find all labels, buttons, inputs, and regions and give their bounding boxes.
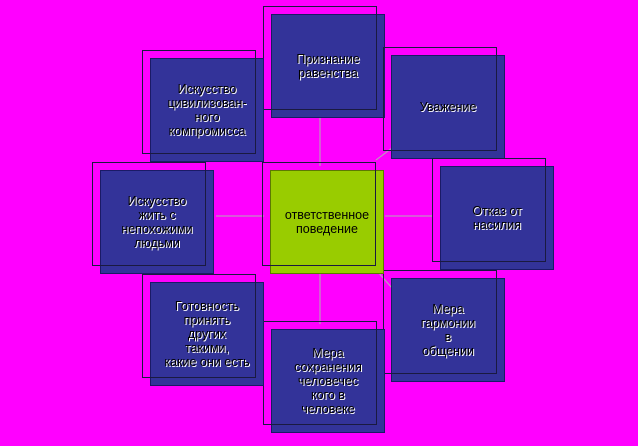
connector-bottom-right xyxy=(377,271,393,289)
node-top-left: Искусство цивилизован- ного компромисса xyxy=(142,50,264,162)
node-outline xyxy=(432,158,546,262)
node-label-preserving-humanity: Мера сохранения человечес кого в человек… xyxy=(294,346,362,416)
node-outline xyxy=(142,274,256,378)
node-label-recognition-of-equality: Признание равенства xyxy=(296,52,360,80)
node-outline xyxy=(383,47,497,151)
node-label-art-of-civilized-compromise: Искусство цивилизован- ного компромисса xyxy=(167,82,247,138)
node-left: Искусство жить с непохожими людьми xyxy=(92,162,214,274)
node-label-measure-of-harmony: Мера гармонии в общении xyxy=(420,302,476,358)
node-fill xyxy=(391,278,505,382)
node-outline xyxy=(383,270,497,374)
node-outline-center xyxy=(262,162,376,266)
node-label-responsible-behavior: ответственное поведение xyxy=(284,208,370,236)
node-fill-center xyxy=(270,170,384,274)
node-bottom-right: Мера гармонии в общении xyxy=(383,270,505,382)
node-fill xyxy=(271,329,385,433)
node-label-respect: Уважение xyxy=(419,100,477,114)
node-fill xyxy=(391,55,505,159)
node-outline xyxy=(142,50,256,154)
node-label-rejection-of-violence: Отказ от насилия xyxy=(472,204,522,232)
node-top: Признание равенства xyxy=(263,6,385,118)
node-label-art-of-living-with-different-people: Искусство жить с непохожими людьми xyxy=(121,194,193,250)
node-bottom-left: Готовность принять других такими, какие … xyxy=(142,274,264,386)
node-outline xyxy=(92,162,206,266)
node-fill xyxy=(150,58,264,162)
node-fill xyxy=(271,14,385,118)
node-center: ответственное поведение xyxy=(262,162,384,274)
node-fill xyxy=(100,170,214,274)
node-fill xyxy=(440,166,554,270)
node-label-readiness-to-accept-others: Готовность принять других такими, какие … xyxy=(164,299,250,369)
node-top-right: Уважение xyxy=(383,47,505,159)
node-fill xyxy=(150,282,264,386)
node-right: Отказ от насилия xyxy=(432,158,554,270)
node-bottom: Мера сохранения человечес кого в человек… xyxy=(263,321,385,433)
